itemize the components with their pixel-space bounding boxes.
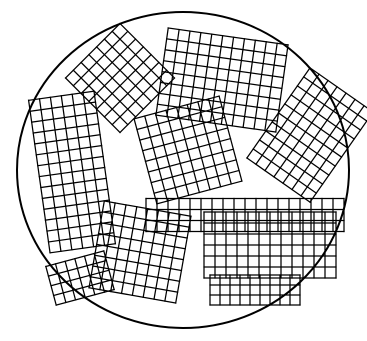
grid-line-horizontal — [266, 131, 329, 175]
grid-line-horizontal — [291, 95, 354, 139]
grain-top-center — [156, 28, 288, 132]
grain-bottom-small — [210, 275, 300, 305]
grid-line-horizontal — [167, 39, 287, 56]
container-ellipse — [17, 12, 349, 328]
grid-line-horizontal — [134, 96, 219, 119]
grid-line-horizontal — [157, 181, 242, 204]
grid-line-horizontal — [304, 77, 367, 121]
grid-line-horizontal — [97, 47, 151, 101]
grain-top-left — [66, 24, 175, 133]
grid-line-horizontal — [165, 50, 285, 67]
grid-line-horizontal — [162, 72, 282, 89]
grid-line-horizontal — [285, 104, 348, 148]
grid-line-horizontal — [143, 128, 228, 151]
grid-line-horizontal — [310, 68, 367, 112]
grid-line-horizontal — [145, 139, 230, 162]
grid-line-horizontal — [164, 61, 284, 78]
grid-line-horizontal — [253, 149, 316, 193]
grid-line-horizontal — [148, 149, 233, 172]
grid-line-horizontal — [89, 55, 143, 109]
grid-line-horizontal — [154, 170, 239, 193]
grid-line-horizontal — [260, 140, 323, 184]
grid-line-horizontal — [81, 62, 135, 116]
grid-line-horizontal — [272, 122, 335, 166]
grid-line-vertical — [310, 112, 367, 202]
grid-line-horizontal — [278, 113, 341, 157]
grain-bottom-left — [204, 212, 336, 278]
grid-line-horizontal — [104, 39, 158, 93]
grid-line-horizontal — [73, 70, 127, 124]
grid-line-horizontal — [297, 86, 360, 130]
grid-line-horizontal — [247, 158, 310, 202]
grid-line-horizontal — [156, 115, 276, 132]
grid-line-horizontal — [112, 31, 166, 85]
grid-line-horizontal — [140, 117, 225, 140]
grain-bottom-right — [46, 251, 114, 305]
grid-line-horizontal — [120, 24, 174, 78]
grid-line-horizontal — [151, 160, 236, 183]
grid-line-horizontal — [161, 82, 281, 99]
grain-center — [134, 96, 242, 204]
